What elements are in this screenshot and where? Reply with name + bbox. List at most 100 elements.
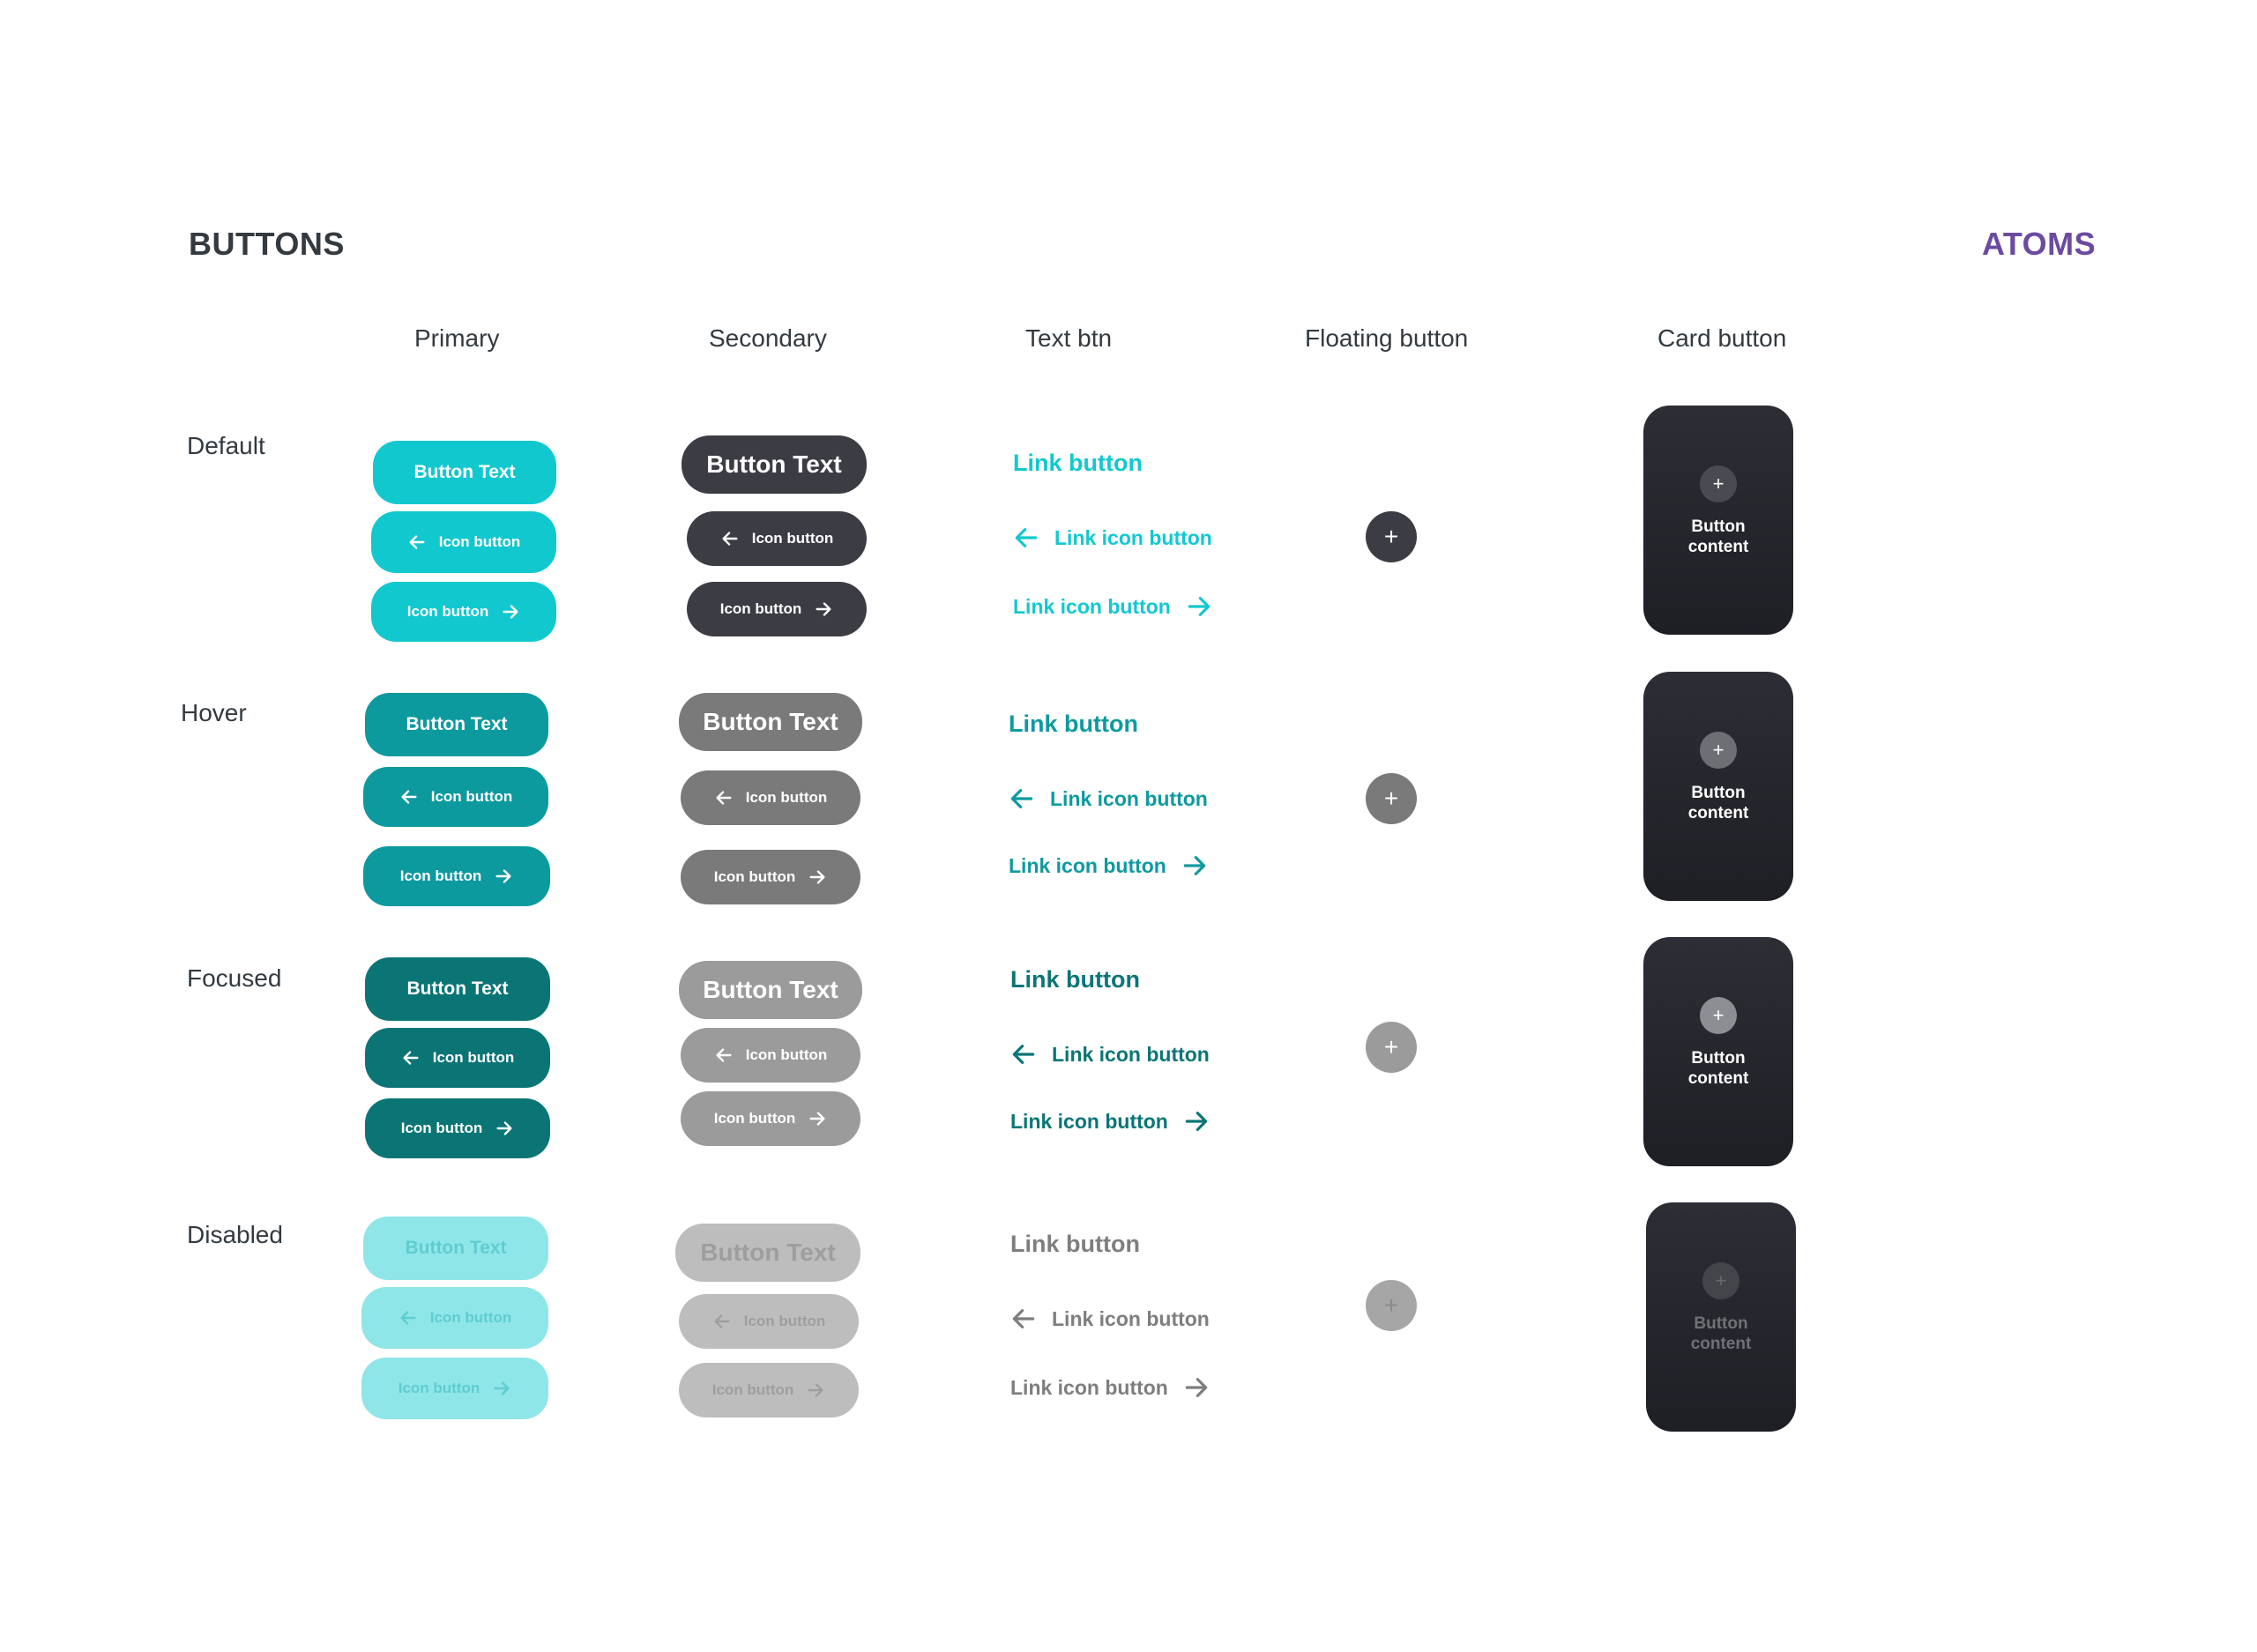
- button-label: Icon button: [406, 603, 489, 620]
- primary-button-focused[interactable]: Button Text: [365, 957, 550, 1021]
- link-icon-button-left-hover[interactable]: Link icon button: [1008, 785, 1208, 813]
- column-header-card: Card button: [1657, 324, 1787, 352]
- link-button-focused[interactable]: Link button: [1010, 966, 1140, 993]
- plus-icon: +: [1383, 523, 1399, 550]
- primary-button-disabled[interactable]: Button Text: [363, 1217, 548, 1280]
- link-label: Link icon button: [1010, 1109, 1168, 1133]
- arrow-right-icon: [816, 602, 831, 616]
- plus-icon: +: [1702, 1262, 1739, 1299]
- button-label: Button Text: [413, 462, 516, 482]
- plus-icon: +: [1383, 1033, 1399, 1060]
- arrow-left-icon: [400, 1311, 416, 1325]
- button-label: Icon button: [745, 789, 828, 806]
- primary-icon-button-left-default[interactable]: Icon button: [371, 511, 556, 573]
- floating-button-default[interactable]: +: [1366, 511, 1417, 562]
- arrow-left-icon: [1012, 1309, 1035, 1328]
- floating-button-hover[interactable]: +: [1366, 773, 1417, 824]
- primary-button-hover[interactable]: Button Text: [365, 693, 548, 756]
- link-icon-button-right-focused[interactable]: Link icon button: [1010, 1107, 1210, 1135]
- secondary-icon-button-left-default[interactable]: Icon button: [687, 511, 867, 566]
- link-button-hover[interactable]: Link button: [1009, 711, 1138, 738]
- link-icon-button-right-disabled[interactable]: Link icon button: [1010, 1373, 1210, 1402]
- column-header-floating: Floating button: [1305, 324, 1469, 352]
- primary-icon-button-left-disabled[interactable]: Icon button: [361, 1287, 548, 1349]
- column-header-secondary: Secondary: [709, 324, 827, 352]
- button-label: Button Text: [703, 708, 838, 735]
- button-label: Icon button: [751, 530, 834, 547]
- link-label: Link icon button: [1054, 525, 1212, 549]
- arrow-right-icon: [503, 605, 518, 619]
- secondary-icon-button-left-disabled[interactable]: Icon button: [679, 1294, 859, 1349]
- button-label: Icon button: [399, 867, 482, 884]
- link-label: Link button: [1010, 1231, 1140, 1257]
- row-label-focused: Focused: [187, 964, 282, 992]
- arrow-left-icon: [401, 790, 417, 804]
- primary-icon-button-right-disabled[interactable]: Icon button: [361, 1358, 548, 1419]
- link-label: Link button: [1009, 711, 1138, 737]
- primary-icon-button-left-hover[interactable]: Icon button: [363, 767, 548, 827]
- secondary-icon-button-right-focused[interactable]: Icon button: [681, 1091, 860, 1146]
- arrow-right-icon: [496, 1121, 512, 1135]
- link-icon-button-left-default[interactable]: Link icon button: [1012, 524, 1212, 552]
- link-label: Link icon button: [1052, 1306, 1210, 1330]
- primary-icon-button-right-focused[interactable]: Icon button: [365, 1098, 550, 1158]
- button-label: Icon button: [430, 788, 513, 805]
- arrow-right-icon: [808, 1383, 823, 1397]
- link-label: Link icon button: [1009, 853, 1166, 877]
- secondary-icon-button-right-hover[interactable]: Icon button: [681, 850, 860, 904]
- link-icon-button-right-hover[interactable]: Link icon button: [1009, 852, 1209, 880]
- arrow-left-icon: [1010, 789, 1033, 808]
- link-label: Link icon button: [1052, 1042, 1210, 1066]
- button-label: Button Text: [406, 979, 509, 999]
- primary-icon-button-right-hover[interactable]: Icon button: [363, 846, 550, 906]
- floating-button-disabled[interactable]: +: [1366, 1280, 1417, 1331]
- secondary-button-hover[interactable]: Button Text: [679, 693, 862, 751]
- secondary-button-focused[interactable]: Button Text: [679, 961, 862, 1019]
- link-icon-button-left-focused[interactable]: Link icon button: [1009, 1040, 1210, 1068]
- button-label: Icon button: [429, 1309, 512, 1326]
- plus-icon: +: [1383, 1291, 1399, 1319]
- arrow-left-icon: [1015, 528, 1038, 547]
- arrow-left-icon: [1012, 1045, 1035, 1064]
- secondary-button-default[interactable]: Button Text: [682, 435, 867, 494]
- primary-icon-button-right-default[interactable]: Icon button: [371, 582, 556, 642]
- button-label: Icon button: [745, 1046, 828, 1063]
- secondary-icon-button-right-default[interactable]: Icon button: [687, 582, 867, 636]
- plus-icon: +: [1700, 732, 1737, 769]
- plus-icon: +: [1700, 997, 1737, 1034]
- primary-icon-button-left-focused[interactable]: Icon button: [365, 1028, 550, 1088]
- secondary-icon-button-left-hover[interactable]: Icon button: [681, 770, 860, 825]
- secondary-icon-button-right-disabled[interactable]: Icon button: [679, 1363, 859, 1418]
- arrow-left-icon: [714, 1314, 730, 1328]
- primary-button-default[interactable]: Button Text: [373, 441, 556, 504]
- floating-button-focused[interactable]: +: [1366, 1022, 1417, 1073]
- plus-icon: +: [1383, 785, 1399, 812]
- arrow-left-icon: [716, 1048, 732, 1062]
- button-label: Icon button: [713, 1110, 796, 1127]
- plus-icon: +: [1700, 465, 1737, 502]
- link-button-disabled[interactable]: Link button: [1010, 1231, 1140, 1258]
- button-label: Icon button: [400, 1120, 483, 1136]
- arrow-left-icon: [409, 535, 425, 549]
- button-label: Button Text: [405, 1238, 507, 1258]
- button-label: Icon button: [743, 1313, 826, 1329]
- secondary-icon-button-left-focused[interactable]: Icon button: [681, 1028, 860, 1083]
- button-label: Icon button: [432, 1049, 515, 1066]
- button-label: Button Text: [706, 450, 842, 478]
- button-label: Icon button: [398, 1380, 480, 1396]
- link-label: Link icon button: [1010, 1375, 1168, 1399]
- row-label-default: Default: [187, 432, 265, 459]
- link-icon-button-left-disabled[interactable]: Link icon button: [1009, 1305, 1210, 1333]
- button-label: Icon button: [711, 1381, 794, 1398]
- secondary-button-disabled[interactable]: Button Text: [675, 1224, 860, 1282]
- link-icon-button-right-default[interactable]: Link icon button: [1013, 592, 1213, 621]
- link-button-default[interactable]: Link button: [1013, 450, 1143, 477]
